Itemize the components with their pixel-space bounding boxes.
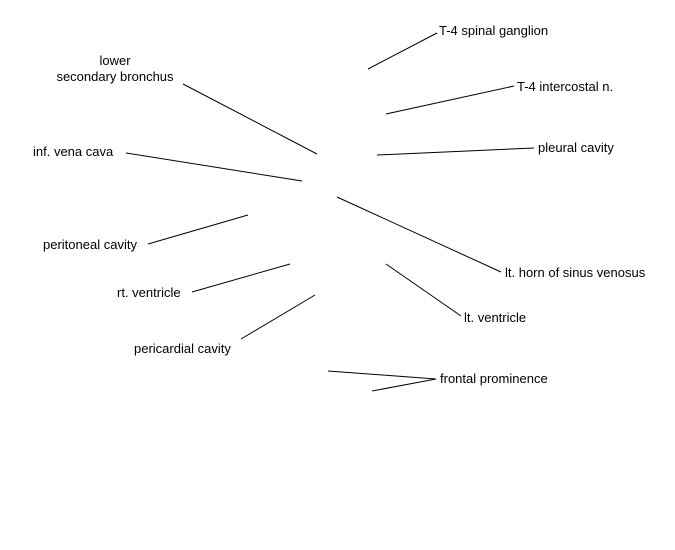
leader-inf-vena-cava bbox=[125, 152, 303, 182]
leader-frontal-prominence-b bbox=[371, 378, 437, 392]
label-lt-ventricle: lt. ventricle bbox=[464, 310, 527, 325]
leader-frontal-prominence-a bbox=[327, 370, 437, 380]
label-frontal-prominence: frontal prominence bbox=[440, 371, 548, 386]
leader-rt-ventricle bbox=[191, 263, 291, 293]
label-pleural-cavity: pleural cavity bbox=[538, 140, 614, 155]
label-lt-horn-sinus-venosus: lt. horn of sinus venosus bbox=[505, 265, 646, 280]
leader-pleural-cavity bbox=[376, 147, 535, 156]
label-rt-ventricle: rt. ventricle bbox=[117, 285, 181, 300]
leader-lower-secondary-bronchus bbox=[182, 83, 318, 155]
leader-peritoneal-cavity bbox=[147, 214, 249, 245]
label-peritoneal-cavity: peritoneal cavity bbox=[43, 237, 137, 252]
label-t4-spinal-ganglion: T-4 spinal ganglion bbox=[439, 23, 549, 38]
leader-lt-ventricle bbox=[385, 263, 462, 317]
label-pericardial-cavity: pericardial cavity bbox=[134, 341, 231, 356]
label-t4-intercostal-n: T-4 intercostal n. bbox=[517, 79, 614, 94]
leader-pericardial-cavity bbox=[240, 294, 316, 340]
leader-t4-spinal-ganglion bbox=[367, 32, 438, 70]
label-inf-vena-cava: inf. vena cava bbox=[33, 144, 114, 159]
leader-t4-intercostal-n bbox=[385, 85, 515, 115]
leader-lt-horn-sinus-venosus bbox=[336, 196, 502, 273]
label-lower-secondary-bronchus-line2: secondary bronchus bbox=[56, 69, 174, 84]
label-lower-secondary-bronchus-line1: lower bbox=[99, 53, 131, 68]
label-lower-secondary-bronchus: lower secondary bronchus bbox=[51, 53, 179, 85]
